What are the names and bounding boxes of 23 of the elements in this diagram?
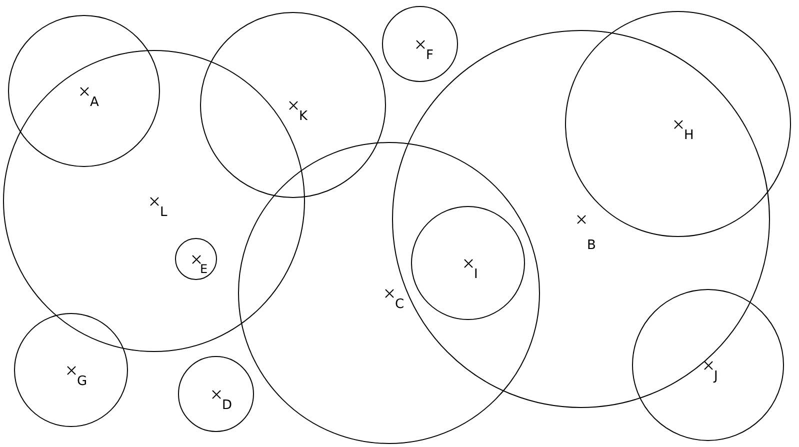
circle-label: G [77,375,88,389]
circle-label: K [299,110,308,124]
circle-label: I [474,268,478,282]
circle [565,11,791,237]
circle [200,12,386,198]
circle-label: F [426,49,434,63]
circle [632,289,784,441]
circle-label: J [714,370,718,384]
circle-label: H [684,129,694,143]
circle [175,238,217,280]
circle-label: E [200,262,208,276]
circle-label: C [395,298,404,312]
circle [382,6,458,82]
circle [238,142,540,444]
circle [392,30,770,408]
circle-label: L [160,206,168,220]
circle [14,313,128,427]
circle-label: B [587,239,596,253]
circle [178,356,254,432]
circle [8,15,160,167]
circle-label: D [222,399,232,413]
circle-label: A [90,96,99,110]
circle [411,206,525,320]
